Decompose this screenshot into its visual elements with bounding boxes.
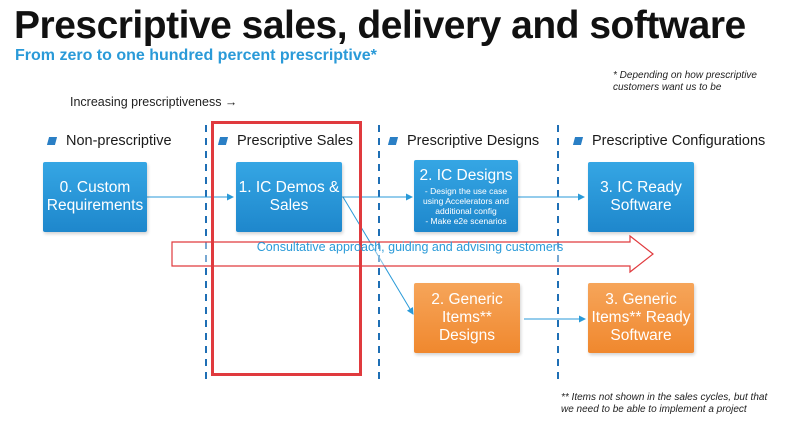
box-label: 1. IC Demos & Sales xyxy=(238,179,340,214)
connector-demos-to-generic xyxy=(342,196,414,315)
box-ic-ready-software[interactable]: 3. IC Ready Software xyxy=(588,162,694,232)
bullet-icon xyxy=(387,137,399,145)
column-header-label: Prescriptive Designs xyxy=(407,133,540,149)
box-label: 2. Generic Items** Designs xyxy=(431,291,503,344)
progress-label: Increasing prescriptiveness → xyxy=(70,95,238,109)
slide-subtitle: From zero to one hundred percent prescri… xyxy=(15,47,377,64)
column-header-label: Prescriptive Sales xyxy=(237,133,354,149)
box-label: 3. Generic Items** Ready Software xyxy=(591,291,691,344)
column-header-non-prescriptive: Non-prescriptive xyxy=(46,133,172,149)
box-label: 3. IC Ready Software xyxy=(600,179,682,214)
column-header-prescriptive-configurations: Prescriptive Configurations xyxy=(572,133,766,149)
column-header-label: Non-prescriptive xyxy=(66,133,172,149)
consultative-banner-arrow xyxy=(171,234,654,274)
slide-title: Prescriptive sales, delivery and softwar… xyxy=(14,4,746,47)
box-generic-items-ready-software[interactable]: 3. Generic Items** Ready Software xyxy=(588,283,694,353)
footnote-generic-items: ** Items not shown in the sales cycles, … xyxy=(561,392,768,415)
box-custom-requirements[interactable]: 0. Custom Requirements xyxy=(43,162,147,232)
highlight-frame xyxy=(211,121,362,376)
consultative-banner-label: Consultative approach, guiding and advis… xyxy=(256,240,564,254)
box-label: 2. IC Designs xyxy=(419,166,513,184)
bullet-icon xyxy=(572,137,584,145)
column-header-prescriptive-designs: Prescriptive Designs xyxy=(387,133,540,149)
footnote-prescriptive: * Depending on how prescriptive customer… xyxy=(613,70,757,93)
box-label: 0. Custom Requirements xyxy=(46,179,144,214)
box-ic-demos-sales[interactable]: 1. IC Demos & Sales xyxy=(236,162,342,232)
bullet-icon xyxy=(217,137,229,145)
bullet-icon xyxy=(46,137,58,145)
box-generic-items-designs[interactable]: 2. Generic Items** Designs xyxy=(414,283,520,353)
column-header-label: Prescriptive Configurations xyxy=(592,133,766,149)
box-detail: - Design the use case using Accelerators… xyxy=(423,185,509,226)
box-ic-designs[interactable]: 2. IC Designs - Design the use case usin… xyxy=(414,160,518,232)
column-header-prescriptive-sales: Prescriptive Sales xyxy=(217,133,354,149)
